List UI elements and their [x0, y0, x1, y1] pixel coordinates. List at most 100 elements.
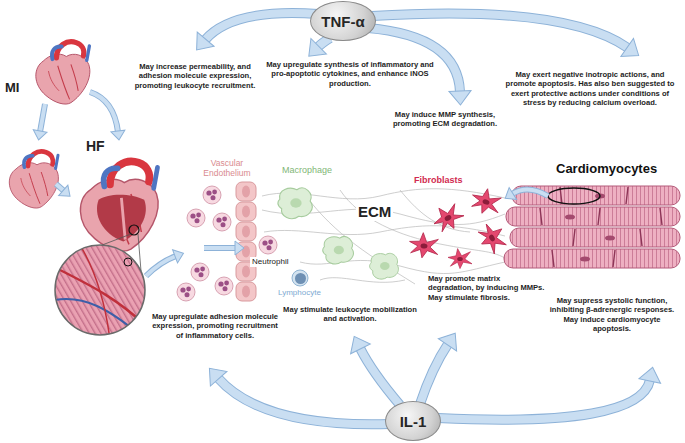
flow-arrow — [146, 256, 176, 276]
flow-arrow — [40, 104, 45, 132]
cardiomyocyte-tissue — [540, 187, 662, 267]
magnified-myocardium — [124, 258, 132, 266]
cytokine-name: IL-1 — [400, 413, 427, 430]
flow-arrow — [40, 92, 548, 276]
effect-note: May upregulate adhesion molecule express… — [150, 312, 280, 340]
endothelium — [236, 222, 256, 241]
endothelium — [236, 182, 256, 201]
endothelium — [242, 206, 250, 218]
cardiomyocyte-tissue — [565, 215, 575, 220]
flow-arrow — [146, 256, 176, 276]
flow-arrow — [204, 246, 236, 250]
macrophage-cell — [278, 188, 399, 279]
ecm-fiber — [262, 188, 505, 284]
effect-note: May increase permeability, and adhesion … — [130, 62, 260, 90]
flow-arrow — [56, 184, 64, 191]
cardiomyocyte-tissue — [605, 236, 615, 241]
effect-arrow — [372, 13, 628, 48]
magnified-myocardium — [55, 245, 145, 335]
condition-label: HF — [86, 138, 105, 155]
neutrophil-cell — [203, 186, 221, 204]
cytokine-name: TNF-α — [321, 13, 364, 30]
cell-label: Vascular Endothelium — [198, 158, 256, 178]
magnified-myocardium — [55, 245, 150, 340]
macrophage-cell — [323, 237, 354, 264]
effect-arrow — [438, 380, 650, 420]
effect-arrow — [438, 380, 650, 420]
fibroblast-cell — [429, 199, 467, 236]
endothelium — [242, 226, 250, 238]
endothelium — [242, 286, 250, 298]
magnified-myocardium — [80, 245, 110, 340]
cell-label: Neutrophil — [250, 257, 290, 267]
condition-label: MI — [5, 80, 19, 96]
ecm-fiber — [320, 278, 405, 283]
cardiomyocyte-tissue — [506, 207, 680, 226]
magnified-myocardium — [55, 245, 150, 340]
effect-arrow — [218, 378, 390, 424]
endothelium — [236, 182, 256, 301]
cell-label: Lymphocyte — [276, 288, 323, 298]
flow-arrow — [90, 92, 118, 132]
macrophage-cell — [370, 253, 399, 279]
flow-arrow — [512, 189, 548, 196]
flow-arrow — [56, 184, 64, 191]
cytokine-oval: IL-1 — [385, 401, 441, 441]
cell-label: Fibroblasts — [412, 175, 465, 186]
macrophage-cell — [278, 188, 312, 219]
fibroblast-cell — [448, 249, 472, 269]
endothelium — [242, 246, 250, 258]
effect-arrow — [205, 13, 318, 40]
cardiomyocyte-tissue — [548, 188, 600, 204]
endothelium — [236, 202, 256, 221]
cardiomyocyte-tissue — [580, 257, 590, 262]
neutrophil-cell — [187, 209, 205, 227]
neutrophil-cell — [177, 283, 195, 301]
fibroblast-cell — [468, 185, 505, 219]
cardiomyocyte-tissue — [504, 249, 680, 268]
magnified-myocardium — [55, 299, 140, 335]
endothelium — [242, 186, 250, 198]
flow-arrow — [90, 92, 118, 132]
effect-arrow — [205, 13, 318, 40]
fibroblast-cell — [407, 231, 441, 261]
effect-arrow — [218, 378, 390, 424]
hf-heart — [121, 198, 125, 240]
effect-arrow — [318, 38, 330, 47]
cardiomyocyte-tissue — [504, 186, 680, 268]
neutrophil-cell — [191, 263, 209, 281]
fibroblast-cell — [407, 185, 511, 269]
neutrophil-cell — [215, 277, 233, 295]
effect-note: May induce MMP synthesis, promoting ECM … — [380, 110, 510, 129]
neutrophil-cell — [177, 186, 277, 301]
magnifier-lines — [129, 225, 139, 235]
mi-heart — [36, 42, 90, 104]
endothelium — [236, 282, 256, 301]
effect-arrow — [420, 344, 448, 404]
effect-arrow — [372, 13, 628, 48]
effect-arrow — [318, 38, 330, 47]
cytokine-oval: TNF-α — [310, 1, 375, 41]
fibroblast-cell — [474, 219, 511, 257]
neutrophil-cell — [259, 236, 277, 254]
flow-arrow — [40, 104, 45, 132]
lymphocyte-cell — [292, 270, 308, 286]
effect-note: May upregulate synthesis of inflammatory… — [262, 60, 438, 88]
effect-note: May stimulate leukocyte mobilization and… — [280, 305, 420, 324]
flow-arrow — [512, 189, 548, 196]
hf-heart — [80, 161, 158, 251]
ecm-fiber — [400, 190, 470, 232]
hf-heart — [80, 161, 158, 251]
endothelium — [242, 266, 250, 278]
cardiomyocyte-tissue — [512, 186, 680, 205]
cell-label: Macrophage — [280, 165, 334, 176]
hf-heart — [97, 195, 146, 242]
effect-arrow — [420, 344, 448, 404]
heart — [9, 151, 58, 208]
flow-arrow — [204, 245, 236, 251]
ecm-fiber — [264, 226, 505, 236]
effect-note: May supress systolic function, inhibitin… — [544, 296, 680, 334]
ecm-fiber — [300, 188, 415, 284]
effect-note: May promote matrix degradation, by induc… — [428, 274, 546, 302]
